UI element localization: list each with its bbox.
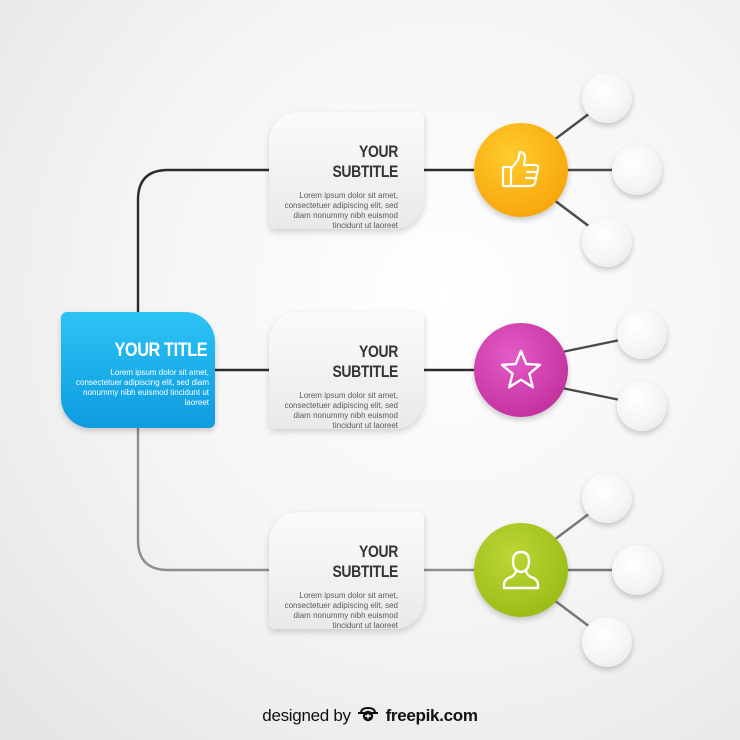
subtitle-3-body: Lorem ipsum dolor sit amet, consectetuer…: [284, 591, 398, 630]
subtitle-1-body: Lorem ipsum dolor sit amet, consectetuer…: [284, 191, 398, 230]
subtitle-2: YOUR SUBTITLE: [332, 342, 398, 381]
main-title: YOUR TITLE: [114, 340, 208, 361]
thumbs-up-icon: [501, 150, 540, 188]
satellite-3c: [582, 617, 632, 667]
connector-sat-2b: [561, 386, 621, 402]
node-star: [474, 323, 568, 417]
satellite-1b: [612, 145, 662, 195]
subtitle-box-3: YOUR SUBTITLE Lorem ipsum dolor sit amet…: [269, 512, 424, 630]
main-body-text: Lorem ipsum dolor sit amet, consectetuer…: [76, 368, 209, 407]
satellite-1c: [582, 217, 632, 267]
connector-sat-2a: [561, 338, 621, 354]
credit-line: designed by freepik.com: [0, 704, 740, 726]
subtitle-box-2: YOUR SUBTITLE Lorem ipsum dolor sit amet…: [269, 312, 424, 430]
connector-sat-1a: [553, 112, 591, 141]
credit-brand: freepik.com: [385, 706, 478, 725]
freepik-logo-icon: [358, 707, 379, 722]
connector-sat-3a: [553, 512, 591, 541]
subtitle-2-body: Lorem ipsum dolor sit amet, consectetuer…: [284, 391, 398, 430]
satellite-3a: [582, 473, 632, 523]
satellite-1a: [582, 73, 632, 123]
satellite-3b: [612, 545, 662, 595]
node-user: [474, 523, 568, 617]
satellite-2a: [617, 309, 667, 359]
credit-prefix: designed by: [262, 706, 351, 725]
star-icon: [500, 349, 542, 389]
node-thumbs-up: [474, 123, 568, 217]
connector-top-branch: [136, 168, 271, 312]
connector-bottom-branch: [136, 428, 271, 572]
title-box: YOUR TITLE Lorem ipsum dolor sit amet, c…: [61, 312, 215, 428]
connector-sat-3c: [553, 599, 591, 628]
subtitle-3: YOUR SUBTITLE: [332, 542, 398, 581]
subtitle-box-1: YOUR SUBTITLE Lorem ipsum dolor sit amet…: [269, 112, 424, 230]
connector-sat-1c: [553, 199, 591, 228]
user-icon: [502, 550, 540, 590]
satellite-2b: [617, 381, 667, 431]
subtitle-1: YOUR SUBTITLE: [332, 142, 398, 181]
